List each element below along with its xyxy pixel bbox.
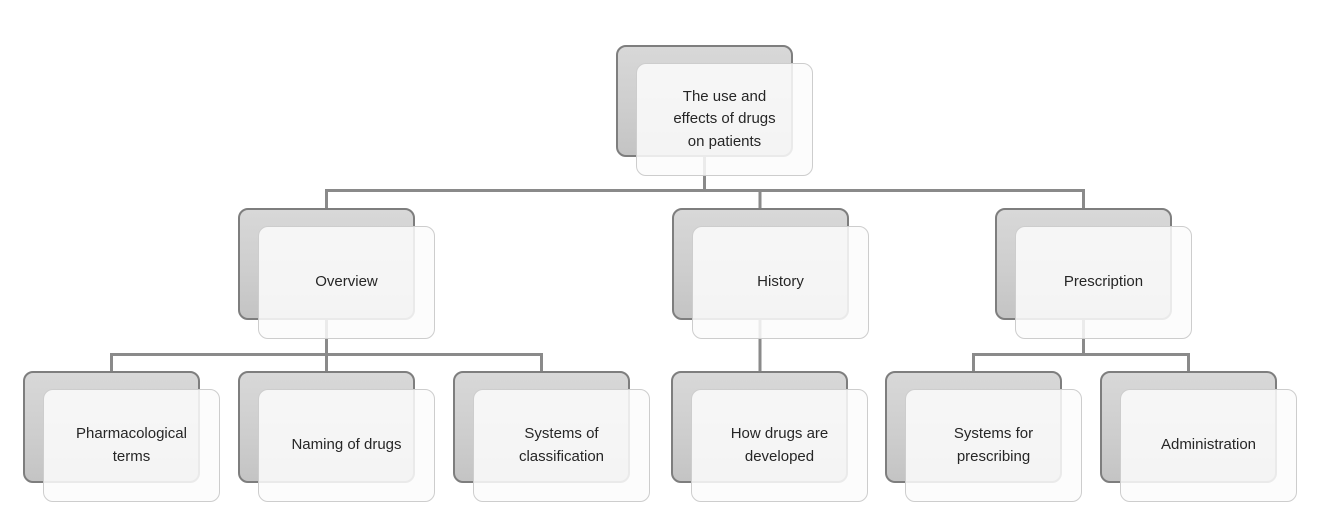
node-history: History (672, 208, 869, 339)
node-prescription: Prescription (995, 208, 1192, 339)
node-card: Prescription (1015, 226, 1192, 339)
node-root: The use and effects of drugs on patients (616, 45, 813, 176)
node-card: Systems of classification (473, 389, 650, 502)
node-label: Overview (315, 273, 378, 291)
node-label: Prescription (1063, 273, 1144, 291)
node-label: How drugs are developed (730, 425, 829, 465)
node-systems-of-classification: Systems of classification (453, 371, 650, 502)
node-label: Systems for prescribing (953, 425, 1034, 465)
node-card: How drugs are developed (691, 389, 868, 502)
node-card: Pharmacological terms (43, 389, 220, 502)
node-label: Naming of drugs (291, 436, 402, 454)
node-administration: Administration (1100, 371, 1297, 502)
node-label: History (757, 273, 804, 291)
node-card: The use and effects of drugs on patients (636, 63, 813, 176)
node-naming-of-drugs: Naming of drugs (238, 371, 435, 502)
node-how-drugs-are-developed: How drugs are developed (671, 371, 868, 502)
node-overview: Overview (238, 208, 435, 339)
node-card: Naming of drugs (258, 389, 435, 502)
node-label: Administration (1160, 436, 1257, 454)
node-card: Administration (1120, 389, 1297, 502)
node-label: Pharmacological terms (76, 425, 187, 465)
node-label: The use and effects of drugs on patients (673, 87, 776, 150)
node-systems-for-prescribing: Systems for prescribing (885, 371, 1082, 502)
node-label: Systems of classification (518, 425, 605, 465)
node-card: Overview (258, 226, 435, 339)
node-card: History (692, 226, 869, 339)
node-pharmacological-terms: Pharmacological terms (23, 371, 220, 502)
node-card: Systems for prescribing (905, 389, 1082, 502)
